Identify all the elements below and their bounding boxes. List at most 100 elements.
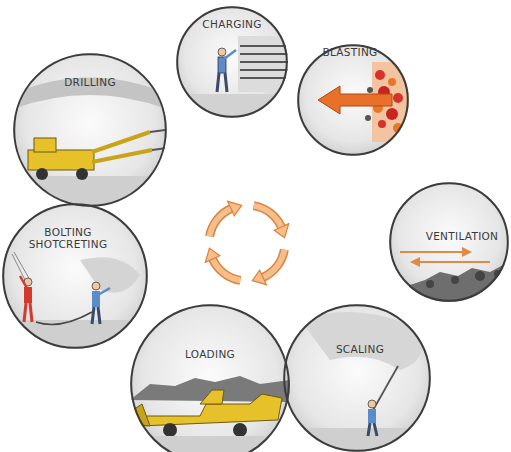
- bolting-scene-part: [92, 282, 100, 290]
- circle-border: [14, 54, 166, 206]
- blasting-scene-part: [365, 115, 371, 121]
- bolting-scene-part: [36, 312, 92, 324]
- bolting-scene-part: [30, 303, 32, 322]
- scaling-scene-part: [368, 423, 370, 436]
- scaling-scene-part: [368, 400, 376, 408]
- bolting-scene-part: [80, 257, 140, 293]
- step-label: LOADING: [160, 348, 260, 360]
- blasting-scene-part: [378, 120, 386, 128]
- circle-border: [3, 204, 147, 348]
- ventilation-scene-part: [426, 280, 434, 288]
- circle-outline: [2, 203, 148, 349]
- circle-outline: [130, 304, 290, 452]
- scaling-scene-part: [300, 312, 423, 370]
- cycle-arrows-part: [263, 250, 284, 278]
- charging-scene-part: [224, 50, 236, 59]
- step-label: DRILLING: [40, 76, 140, 88]
- cycle-arrows-part: [254, 206, 282, 227]
- loading-scene-part: [200, 390, 224, 404]
- step-label: SCALING: [310, 343, 410, 355]
- charging-scene-part: [240, 61, 290, 63]
- scaling-scene: [283, 304, 433, 452]
- ventilation-scene-part: [410, 257, 420, 267]
- charging-scene-part: [240, 69, 290, 71]
- circle-outline: [389, 182, 509, 302]
- cycle-arrows-part: [205, 248, 220, 262]
- charging-scene-part: [225, 73, 227, 92]
- cycle-arrows-part: [263, 250, 284, 278]
- cycle-arrows-part: [210, 209, 231, 237]
- bolting-scene-part: [98, 307, 100, 324]
- circle-border: [284, 305, 430, 451]
- blasting-scene-part: [297, 44, 409, 156]
- stage-circle: DRILLING: [13, 53, 167, 207]
- drilling-scene-part: [152, 148, 167, 150]
- charging-scene-part: [240, 53, 290, 55]
- step-label: CHARGING: [182, 18, 282, 30]
- scaling-scene-part: [283, 428, 433, 452]
- bolting-scene-part: [20, 276, 28, 290]
- stage-circle: CHARGING: [176, 6, 288, 118]
- stage-circle: VENTILATION: [389, 182, 509, 302]
- stage-circle: SCALING: [283, 304, 431, 452]
- ventilation-scene-part: [451, 276, 459, 284]
- cycle-arrows: [205, 201, 288, 284]
- step-label: VENTILATION: [412, 230, 511, 242]
- ventilation-scene-part: [400, 251, 466, 253]
- circle-border: [298, 45, 408, 155]
- drilling-scene-part: [36, 168, 48, 180]
- step-label: BLASTING: [300, 46, 400, 58]
- step-label: BOLTING SHOTCRETING: [28, 226, 108, 250]
- stage-circle: BOLTING SHOTCRETING: [2, 203, 148, 349]
- circle-outline: [297, 44, 409, 156]
- blasting-scene: [297, 44, 412, 156]
- blasting-scene-part: [386, 108, 398, 120]
- stage-circle: BLASTING: [297, 44, 409, 156]
- charging-scene-part: [176, 94, 288, 124]
- loading-scene-part: [130, 404, 150, 426]
- circle-border: [390, 183, 508, 301]
- bolting-scene: [2, 203, 152, 360]
- charging-scene-part: [240, 77, 290, 79]
- drilling-scene-part: [28, 150, 94, 170]
- loading-scene-part: [130, 304, 290, 452]
- cycle-arrows-part: [213, 259, 241, 280]
- ventilation-scene-part: [462, 247, 472, 257]
- circle-border: [177, 7, 287, 117]
- circle-border: [131, 305, 289, 452]
- drilling-scene-part: [150, 130, 165, 132]
- stage-circle: LOADING: [130, 304, 290, 452]
- loading-scene: [128, 304, 298, 452]
- scaling-scene-part: [368, 409, 376, 423]
- bolting-scene-part: [12, 254, 26, 282]
- blasting-scene-part: [318, 86, 392, 114]
- bolting-scene-part: [92, 307, 94, 324]
- blasting-scene-part: [388, 78, 396, 86]
- cycle-arrows-part: [252, 270, 266, 285]
- drilling-scene-part: [34, 138, 56, 152]
- blasting-scene-part: [367, 87, 373, 93]
- loading-scene-part: [163, 423, 177, 437]
- ventilation-scene: [389, 182, 511, 302]
- ventilation-scene-part: [395, 264, 511, 302]
- charging-scene: [176, 6, 290, 124]
- drilling-scene-part: [76, 168, 88, 180]
- drilling-scene-part: [92, 150, 152, 162]
- bolting-scene-part: [24, 303, 26, 322]
- bolting-scene-part: [14, 252, 30, 280]
- cycle-arrows-part: [274, 224, 289, 238]
- blasting-scene-part: [375, 70, 385, 80]
- charging-scene-part: [217, 73, 219, 92]
- drilling-scene-part: [92, 132, 150, 152]
- ventilation-scene-part: [418, 261, 490, 263]
- charging-scene-part: [218, 48, 226, 56]
- drilling-scene: [10, 53, 170, 216]
- cycle-arrows-part: [213, 259, 241, 280]
- blasting-scene-part: [393, 93, 403, 103]
- loading-scene-part: [233, 423, 247, 437]
- cycle-arrows-part: [254, 206, 282, 227]
- ventilation-scene-part: [475, 271, 485, 281]
- cycle-arrows-part: [228, 201, 242, 216]
- circle-outline: [283, 304, 431, 452]
